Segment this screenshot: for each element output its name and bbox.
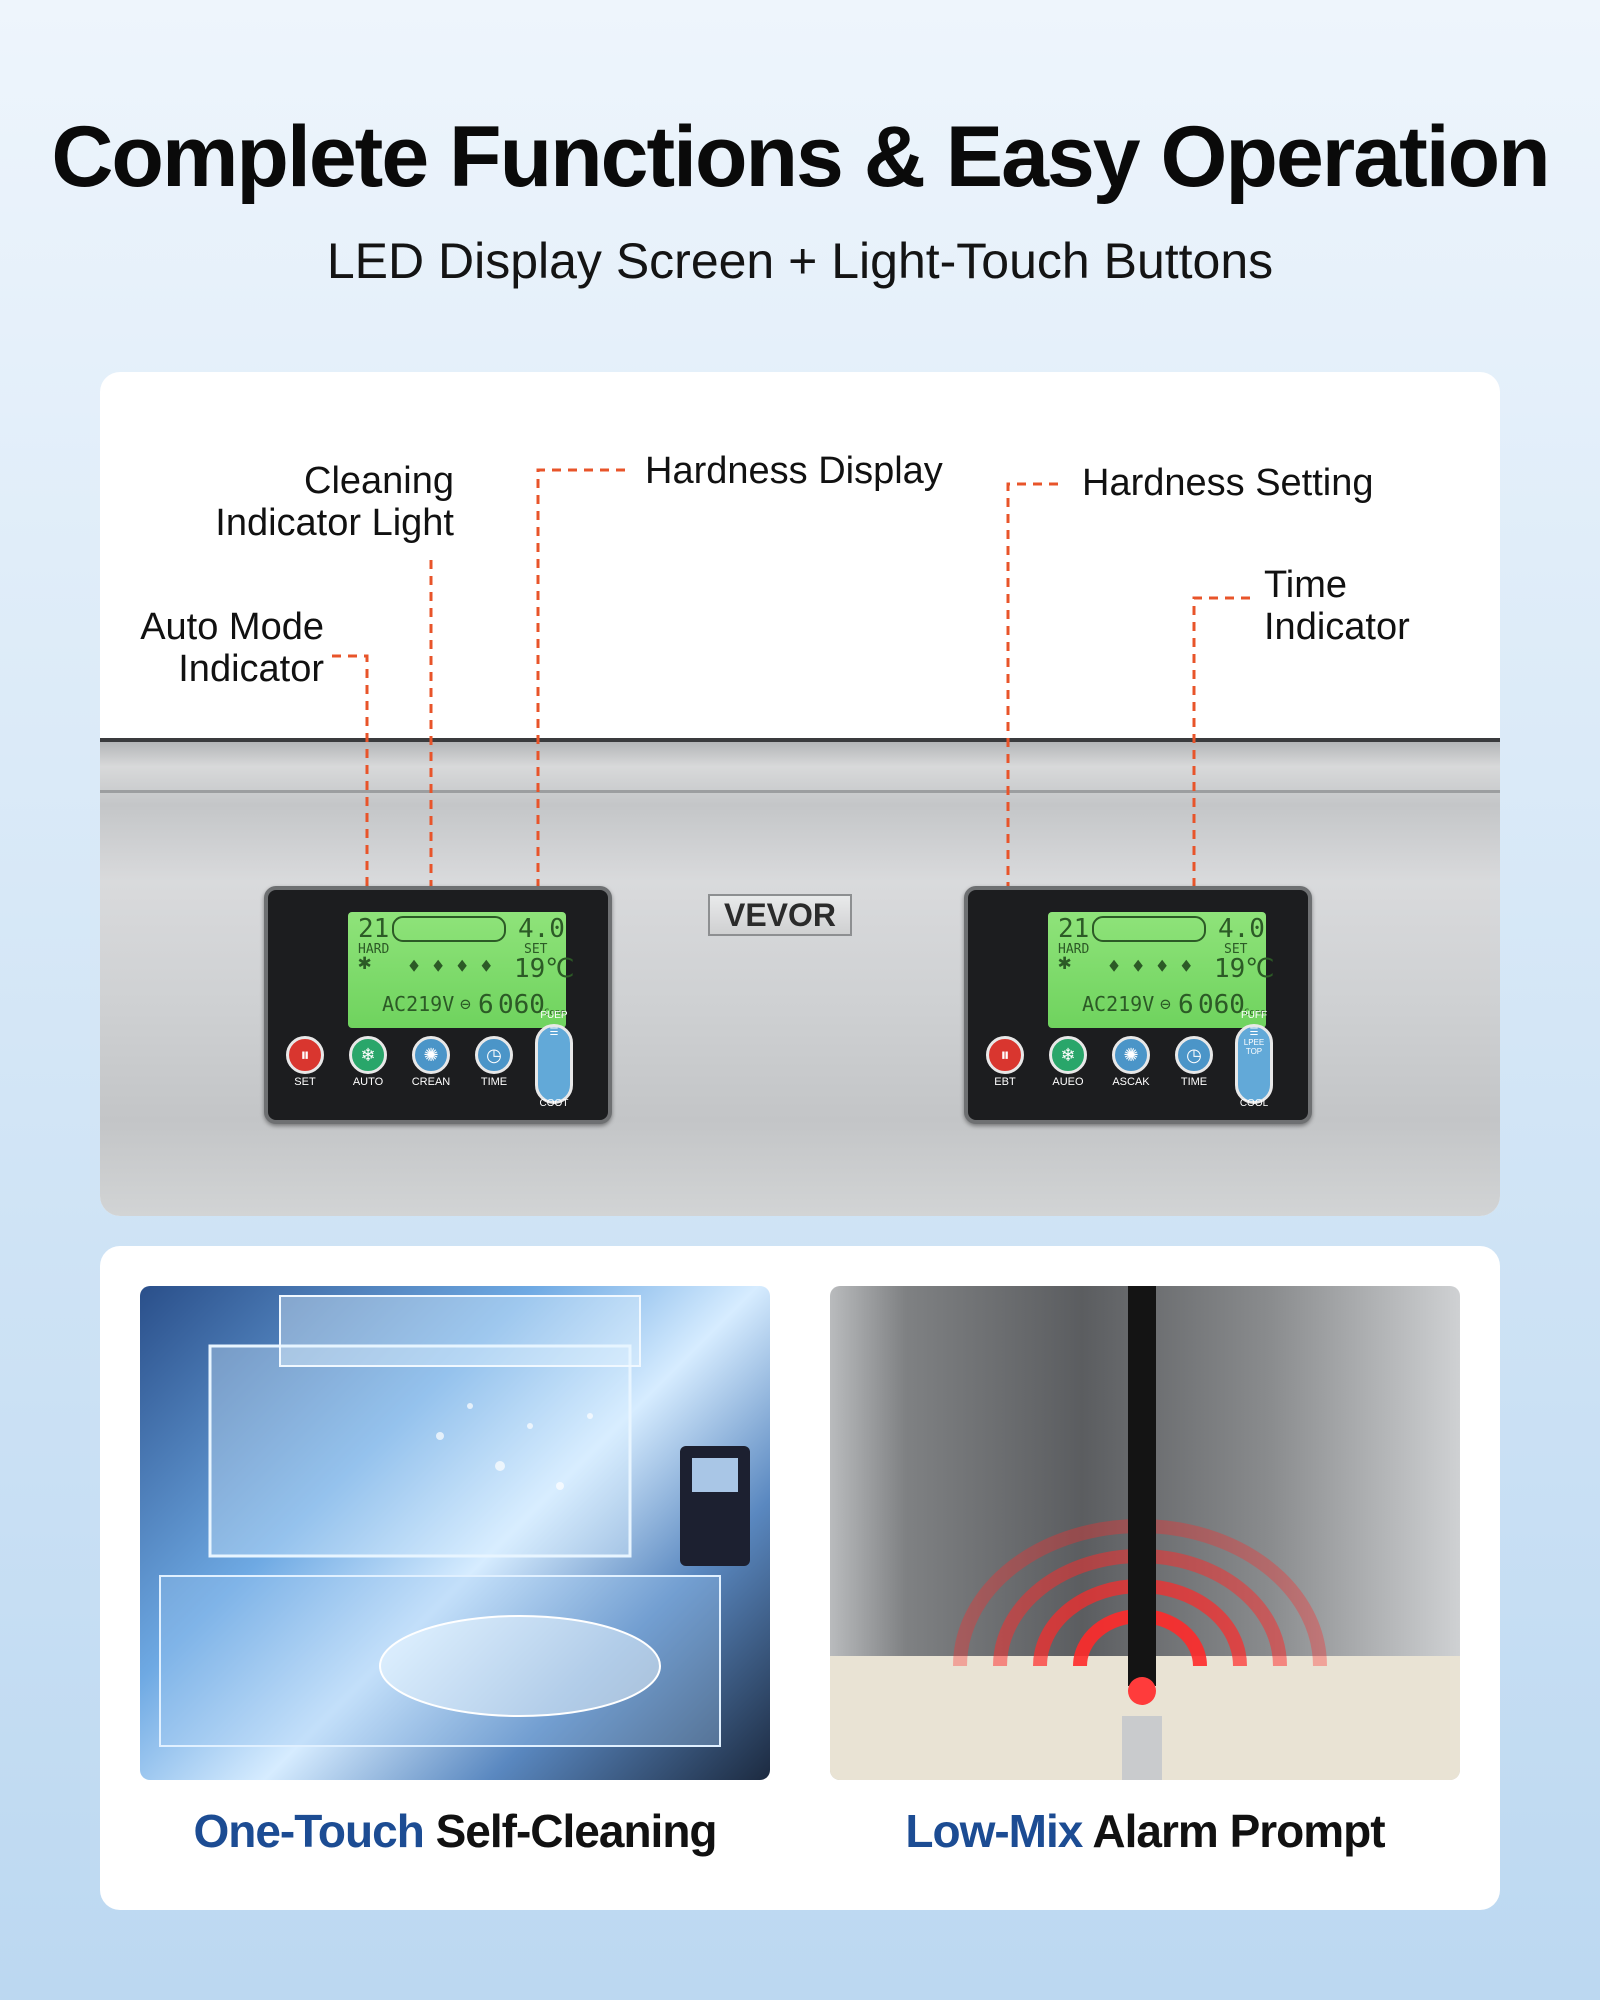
page-subtitle: LED Display Screen + Light-Touch Buttons — [326, 233, 1274, 289]
features-card: One-Touch Self-Cleaning Low-Mix Alarm Pr… — [100, 1246, 1500, 1910]
hardness-set-button[interactable]: ⏸ — [986, 1036, 1024, 1074]
snowflake-icon: ✱ — [1058, 950, 1072, 975]
pump-label: PUFF — [1240, 1010, 1268, 1021]
time-button-label: TIME — [1180, 1076, 1208, 1088]
left-control-panel: 21 HARD 4.0 SET 19℃ ✱ ♦ ♦ ♦ ♦ AC219V ⊖ 6… — [264, 886, 612, 1124]
time-button[interactable]: ◷ — [475, 1036, 513, 1074]
transparent-machine-illustration — [159, 1295, 750, 1747]
cone-icons: ♦ ♦ ♦ ♦ — [408, 954, 493, 978]
pump-cool-button[interactable]: ☰LPEE TOP — [1235, 1024, 1273, 1104]
feature-caption-self-cleaning: One-Touch Self-Cleaning — [193, 1805, 717, 1857]
hopper-sensor-illustration — [830, 1286, 1460, 1780]
auto-button[interactable]: ❄ — [349, 1036, 387, 1074]
self-cleaning-image — [140, 1286, 770, 1780]
cool-label: COOT — [539, 1098, 569, 1109]
timer-icon: ⊖ — [1160, 994, 1171, 1015]
panel-seam — [100, 790, 1500, 793]
hardness-display-label: Hardness Display — [645, 450, 943, 492]
page-title: Complete Functions & Easy Operation — [51, 109, 1550, 205]
right-control-panel: 21 HARD 4.0 SET 19℃ ✱ ♦ ♦ ♦ ♦ AC219V ⊖ 6… — [964, 886, 1312, 1124]
auto-button[interactable]: ❄ — [1049, 1036, 1087, 1074]
timer-icon: ⊖ — [460, 994, 471, 1015]
cool-label: COOL — [1239, 1098, 1269, 1109]
time-button[interactable]: ◷ — [1175, 1036, 1213, 1074]
clean-button[interactable]: ✺ — [412, 1036, 450, 1074]
cone-icons: ♦ ♦ ♦ ♦ — [1108, 954, 1193, 978]
auto-button-label: AUTO — [352, 1076, 384, 1088]
feature-caption-low-mix: Low-Mix Alarm Prompt — [905, 1805, 1385, 1857]
hardness-set-button-label: EBT — [994, 1076, 1016, 1088]
time-button-label: TIME — [480, 1076, 508, 1088]
pump-cool-button[interactable]: ☰ — [535, 1024, 573, 1104]
set-button[interactable]: ⏸ — [286, 1036, 324, 1074]
auto-button-label: AUEO — [1052, 1076, 1084, 1088]
set-button-label: SET — [294, 1076, 316, 1088]
brand-logo: VEVOR — [708, 894, 852, 936]
pump-label: PUEP — [540, 1010, 568, 1021]
hardness-setting-label: Hardness Setting — [1082, 462, 1374, 504]
panel-edge — [100, 738, 1500, 742]
right-lcd-screen: 21 HARD 4.0 SET 19℃ ✱ ♦ ♦ ♦ ♦ AC219V ⊖ 6… — [1048, 912, 1275, 1028]
snowflake-icon: ✱ — [358, 950, 372, 975]
low-mix-alarm-image — [830, 1286, 1460, 1780]
clean-button-label: ASCAK — [1112, 1076, 1150, 1088]
clean-button[interactable]: ✺ — [1112, 1036, 1150, 1074]
left-lcd-screen: 21 HARD 4.0 SET 19℃ ✱ ♦ ♦ ♦ ♦ AC219V ⊖ 6… — [348, 912, 575, 1028]
clean-button-label: CREAN — [411, 1076, 451, 1088]
